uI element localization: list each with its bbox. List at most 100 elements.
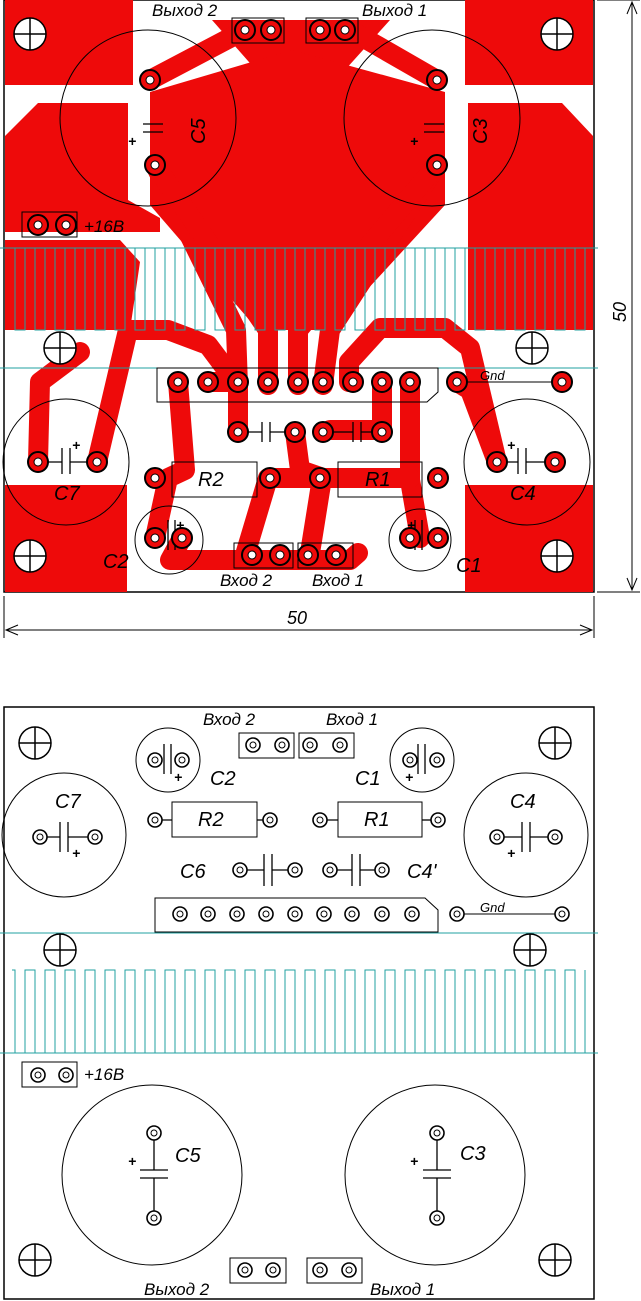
top-label-c5: C5 bbox=[188, 118, 210, 144]
pad-hole bbox=[150, 160, 160, 170]
pad-hole bbox=[293, 377, 303, 387]
svg-text:+: + bbox=[410, 1153, 418, 1169]
pad-hole bbox=[452, 377, 462, 387]
svg-text:+: + bbox=[410, 133, 418, 149]
pad-hole bbox=[433, 1214, 441, 1222]
pad-hole bbox=[378, 866, 386, 874]
pads-bottom bbox=[30, 737, 570, 1278]
pad-hole bbox=[91, 833, 99, 841]
bottom-label-v16: +16В bbox=[84, 1065, 124, 1084]
pad-hole bbox=[492, 457, 502, 467]
mounting-holes-top bbox=[13, 17, 574, 573]
pad-hole bbox=[406, 756, 414, 764]
copper-pours bbox=[5, 0, 593, 592]
top-label-r1: R1 bbox=[365, 469, 391, 491]
dimension-lines bbox=[3, 0, 640, 638]
pad-hole bbox=[345, 1266, 353, 1274]
bottom-label-c3: C3 bbox=[460, 1143, 486, 1165]
pad-hole bbox=[331, 550, 341, 560]
pad-hole bbox=[266, 25, 276, 35]
pad-hole bbox=[34, 1071, 42, 1079]
pad-hole bbox=[453, 910, 461, 918]
pad-hole bbox=[275, 550, 285, 560]
pad-hole bbox=[377, 377, 387, 387]
pad-hole bbox=[291, 910, 299, 918]
pad-hole bbox=[316, 816, 324, 824]
pad-hole bbox=[62, 1071, 70, 1079]
svg-text:+: + bbox=[72, 437, 80, 453]
top-label-r2: R2 bbox=[198, 469, 224, 491]
pad-hole bbox=[177, 533, 187, 543]
bottom-label-c7: C7 bbox=[55, 791, 81, 813]
labels-bottom: Вход 2 Вход 1 C2 C1 C7 C4 R2 R1 C6 C4' G… bbox=[55, 710, 536, 1299]
pad-hole bbox=[36, 833, 44, 841]
dimension-width: 50 bbox=[287, 608, 307, 628]
pad-hole bbox=[178, 756, 186, 764]
top-label-c7: C7 bbox=[54, 483, 80, 505]
pad-hole bbox=[33, 220, 43, 230]
component-outlines-top bbox=[2, 17, 591, 575]
pad-hole bbox=[433, 756, 441, 764]
bottom-label-out2: Выход 2 bbox=[144, 1280, 210, 1299]
svg-text:+: + bbox=[174, 769, 182, 785]
top-label-out2: Выход 2 bbox=[152, 1, 218, 20]
svg-text:+: + bbox=[407, 517, 415, 533]
pad-hole bbox=[233, 910, 241, 918]
svg-text:+: + bbox=[72, 845, 80, 861]
pad-hole bbox=[263, 377, 273, 387]
pad-hole bbox=[204, 910, 212, 918]
pad-hole bbox=[150, 1129, 158, 1137]
svg-text:+: + bbox=[176, 517, 184, 533]
pad-hole bbox=[92, 457, 102, 467]
pads-top bbox=[27, 19, 573, 566]
pad-hole bbox=[318, 377, 328, 387]
pad-hole bbox=[176, 910, 184, 918]
bottom-board-outline bbox=[3, 706, 595, 1300]
labels-top: Выход 2 Выход 1 C5 C3 +16В Gnd R2 R1 C7 … bbox=[54, 1, 536, 590]
pad-hole bbox=[247, 550, 257, 560]
pad-hole bbox=[557, 377, 567, 387]
pad-hole bbox=[203, 377, 213, 387]
pad-hole bbox=[551, 833, 559, 841]
bottom-label-c4p: C4' bbox=[407, 861, 438, 883]
pad-hole bbox=[320, 910, 328, 918]
pad-hole bbox=[240, 25, 250, 35]
top-label-c1: C1 bbox=[456, 555, 482, 577]
pad-hole bbox=[145, 75, 155, 85]
top-label-c2: C2 bbox=[103, 551, 129, 573]
bottom-label-out1: Выход 1 bbox=[370, 1280, 435, 1299]
top-label-c3: C3 bbox=[470, 118, 492, 144]
pad-hole bbox=[378, 910, 386, 918]
top-label-c4: C4 bbox=[510, 483, 536, 505]
pad-hole bbox=[236, 866, 244, 874]
pad-hole bbox=[377, 427, 387, 437]
bottom-label-c4: C4 bbox=[510, 791, 536, 813]
top-label-in2: Вход 2 bbox=[220, 571, 273, 590]
pad-hole bbox=[262, 910, 270, 918]
pad-hole bbox=[306, 741, 314, 749]
pad-hole bbox=[315, 473, 325, 483]
bottom-label-c5: C5 bbox=[175, 1145, 201, 1167]
pad-hole bbox=[266, 816, 274, 824]
bottom-label-r2: R2 bbox=[198, 809, 224, 831]
pad-hole bbox=[408, 910, 416, 918]
pad-hole bbox=[241, 1266, 249, 1274]
pad-hole bbox=[290, 427, 300, 437]
top-label-v16: +16В bbox=[84, 217, 124, 236]
dimension-height: 50 bbox=[610, 302, 630, 322]
bottom-view: Вход 2 Вход 1 C2 C1 C7 C4 R2 R1 C6 C4' G… bbox=[0, 706, 598, 1300]
top-label-gnd: Gnd bbox=[480, 368, 505, 383]
pad-hole bbox=[249, 741, 257, 749]
pad-hole bbox=[278, 741, 286, 749]
pad-hole bbox=[173, 377, 183, 387]
pad-hole bbox=[433, 473, 443, 483]
svg-text:+: + bbox=[507, 437, 515, 453]
pad-hole bbox=[493, 833, 501, 841]
pad-hole bbox=[151, 816, 159, 824]
pad-hole bbox=[150, 533, 160, 543]
pad-hole bbox=[33, 457, 43, 467]
svg-text:+: + bbox=[507, 845, 515, 861]
pad-hole bbox=[269, 1266, 277, 1274]
pad-hole bbox=[61, 220, 71, 230]
